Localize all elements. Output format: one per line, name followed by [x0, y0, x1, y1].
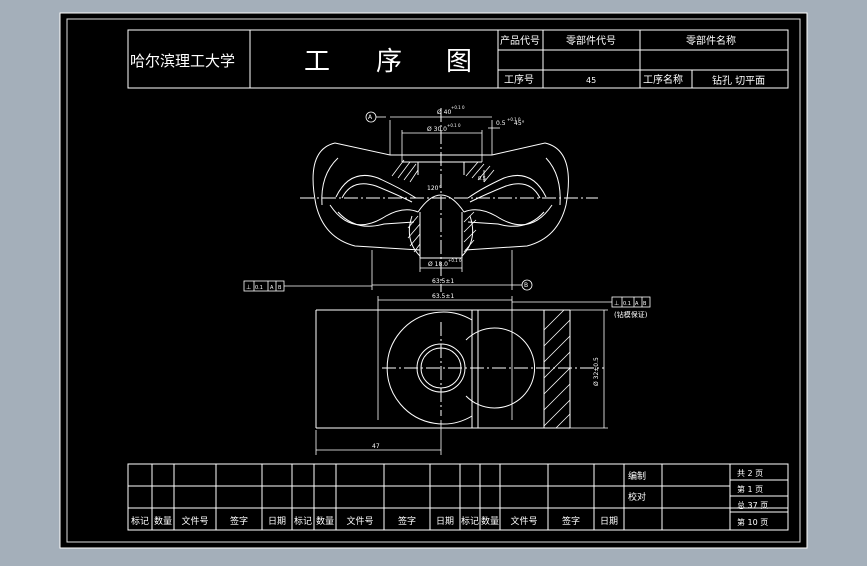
- section-view: [300, 108, 598, 292]
- note-right: (钻模保证): [614, 310, 648, 319]
- dim-bore-bottom-tol: +0.1 0: [448, 258, 462, 263]
- process-no-value: 45: [586, 76, 596, 85]
- revision-header-label: 签字: [230, 515, 248, 527]
- frame-right-value: 0.1: [623, 301, 631, 307]
- revision-header-label: 数量: [481, 515, 499, 527]
- drawing-sheet: [59, 12, 808, 549]
- drawing-title-char-2: 序: [376, 47, 402, 77]
- sheet-number: 第 1 页: [737, 484, 763, 494]
- plan-dimensions: [315, 296, 651, 455]
- dim-depth-right: 0.5: [478, 176, 486, 182]
- revision-header-label: 文件号: [346, 515, 373, 527]
- process-no-label: 工序号: [504, 73, 534, 86]
- part-code-label: 零部件代号: [566, 34, 616, 47]
- revision-header-label: 标记: [294, 515, 312, 527]
- dim-chamfer-angle: 45°: [514, 120, 525, 127]
- plan-view: [315, 309, 604, 429]
- page-number: 第 10 页: [737, 517, 768, 527]
- total-pages: 总 37 页: [737, 500, 768, 510]
- revision-header-label: 数量: [316, 515, 334, 527]
- frame-left-datum-a: A: [270, 285, 274, 291]
- revision-header-label: 文件号: [510, 515, 537, 527]
- revision-header-label: 日期: [436, 516, 454, 527]
- dim-bore-inner-tol: +0.1 0: [447, 123, 461, 128]
- frame-left-symbol: ⊥: [246, 284, 251, 291]
- frame-left-datum-b: B: [278, 285, 282, 291]
- title-block: [127, 29, 789, 89]
- frame-right-datum-b: B: [643, 301, 647, 307]
- process-name-label: 工序名称: [643, 73, 683, 86]
- revision-table: [127, 463, 789, 531]
- frame-right-datum-a: A: [635, 301, 639, 307]
- part-name-label: 零部件名称: [686, 34, 736, 47]
- dim-right: Ø 32±0.5: [593, 357, 600, 386]
- dim-width-plan: 63.5±1: [432, 293, 454, 300]
- dim-width-bottom: 63.5±1: [432, 278, 454, 285]
- drawing-title-char-1: 工: [304, 47, 330, 77]
- revision-header-label: 日期: [600, 516, 618, 527]
- checked-label: 校对: [628, 491, 646, 503]
- revision-header-label: 数量: [154, 515, 172, 527]
- product-code-label: 产品代号: [500, 34, 540, 47]
- plan-hatch: [543, 309, 571, 429]
- dim-bore-inner: Ø 30.0: [427, 126, 447, 133]
- sheets-total: 共 2 页: [737, 469, 763, 478]
- revision-header-label: 标记: [131, 515, 149, 527]
- dim-bore-top-tol: +0.1 0: [451, 105, 465, 110]
- revision-header-label: 文件号: [181, 515, 208, 527]
- revision-headers: 标记数量文件号签字日期标记数量文件号签字日期标记数量文件号签字日期: [131, 515, 618, 527]
- process-name-value: 钻孔 切平面: [712, 74, 765, 87]
- dim-left: 47: [372, 443, 380, 450]
- dim-bore-bottom: Ø 18.0: [428, 261, 448, 268]
- revision-header-label: 签字: [398, 515, 416, 527]
- datum-a: A: [368, 114, 373, 121]
- dim-chamfer-tol: +0.1 0: [507, 117, 521, 122]
- dim-chamfer: 0.5: [496, 120, 506, 127]
- revision-header-label: 标记: [461, 515, 479, 527]
- revision-columns: [151, 464, 595, 530]
- revision-header-label: 日期: [268, 516, 286, 527]
- section-hatch: [391, 159, 495, 253]
- frame-left-value: 0.1: [255, 285, 263, 291]
- frame-right-symbol: ⊥: [614, 300, 619, 307]
- drawing-title-char-3: 图: [446, 47, 472, 77]
- section-dimensions: [365, 111, 533, 291]
- revision-header-label: 签字: [562, 515, 580, 527]
- dim-bore-top: Ø 40: [437, 109, 451, 116]
- drawing-border: [66, 18, 801, 543]
- prepared-label: 编制: [628, 470, 646, 482]
- university-name: 哈尔滨理工大学: [130, 52, 235, 70]
- datum-b: B: [524, 282, 528, 289]
- tolerance-frame-left: [243, 280, 372, 292]
- dim-angle-mid: 120°: [427, 185, 441, 192]
